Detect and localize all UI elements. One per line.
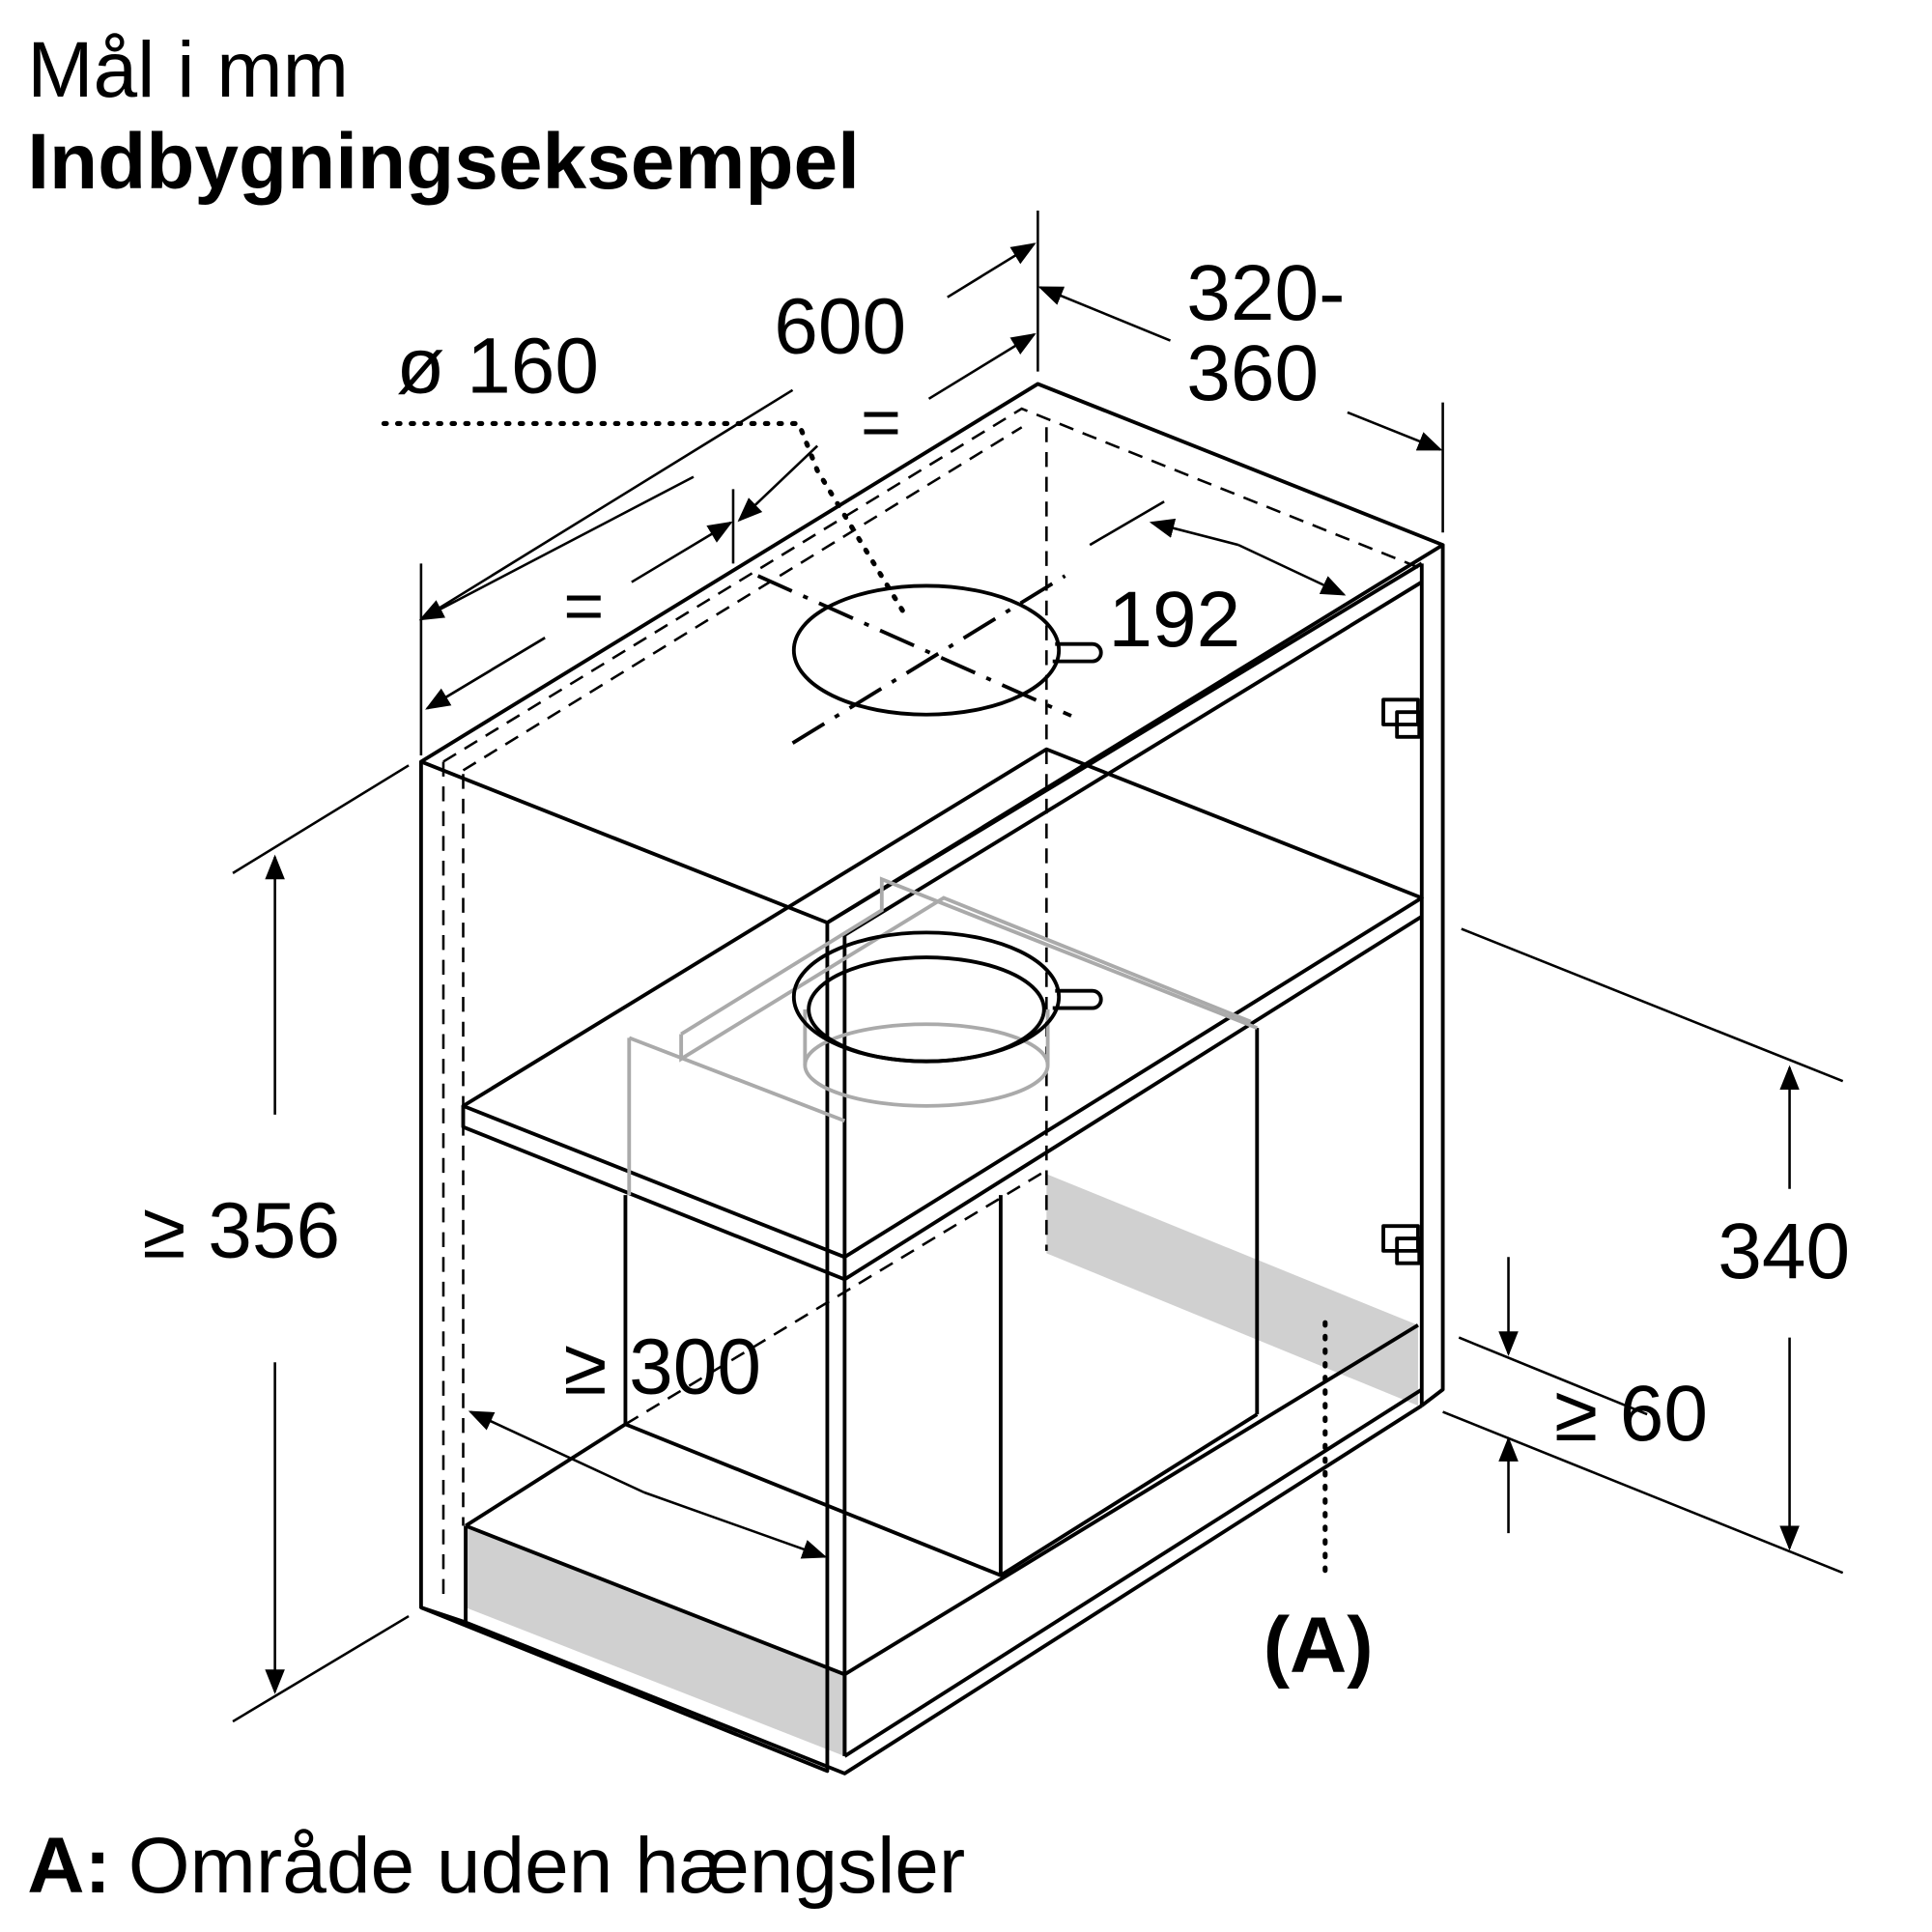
equal-sign-right: = <box>861 384 901 462</box>
min-gap-label: ≥ 60 <box>1554 1370 1708 1458</box>
units-label: Mål i mm <box>27 26 349 114</box>
legend: A:Område uden hængsler <box>27 1822 965 1910</box>
depth-label-line2: 360 <box>1186 329 1319 417</box>
hood-unit-hidden <box>627 876 1258 1196</box>
legend-text: Område uden hængsler <box>128 1822 966 1910</box>
hinge-icon <box>1381 697 1422 739</box>
callout-a-label: (A) <box>1264 1602 1374 1690</box>
hidden-edges <box>441 407 1425 1598</box>
equal-sign-left: = <box>563 567 604 644</box>
duct-collar <box>791 930 1103 1064</box>
cabinet-height-label: ≥ 356 <box>142 1186 340 1274</box>
diagram-title: Indbygningseksempel <box>27 118 860 206</box>
area-a-shade <box>1046 1174 1418 1406</box>
cabinet-outline <box>418 382 1445 1776</box>
width-label: 600 <box>774 282 906 370</box>
duct-opening-top <box>756 574 1103 745</box>
depth-label-line1: 320- <box>1186 249 1345 337</box>
hinge-icon <box>1381 1224 1422 1265</box>
dimension-lines <box>232 210 1844 1723</box>
legend-key: A: <box>27 1822 111 1910</box>
inner-depth-label: ≥ 300 <box>563 1322 761 1410</box>
duct-diameter-label: ø 160 <box>396 322 599 410</box>
offset-label: 192 <box>1108 576 1240 664</box>
height-label: 340 <box>1718 1208 1850 1295</box>
front-shade <box>466 1525 845 1756</box>
